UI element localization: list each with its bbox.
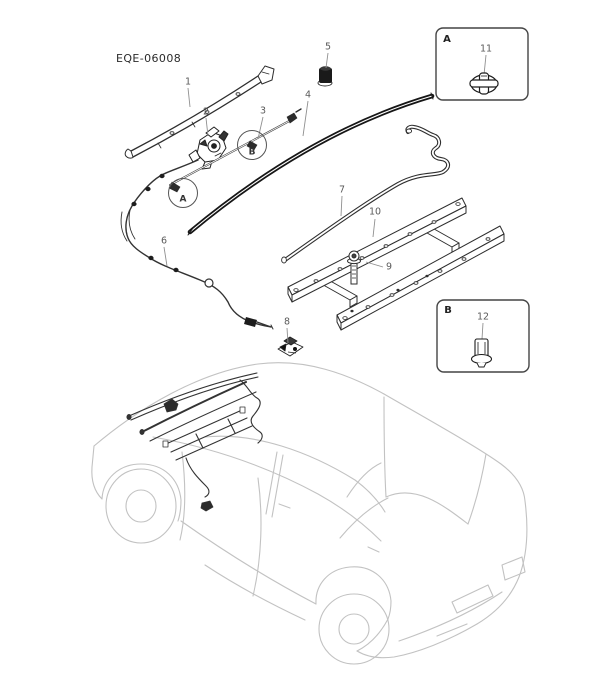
callout-2[interactable]: 2 bbox=[202, 106, 210, 118]
roof-assembly-installed bbox=[126, 372, 263, 512]
callout-6[interactable]: 6 bbox=[160, 235, 168, 247]
diagram-code-label: EQE-06008 bbox=[116, 52, 182, 65]
callout-12[interactable]: 12 bbox=[476, 311, 490, 323]
part-8-bracket bbox=[277, 336, 304, 357]
part-7-drain-tube bbox=[281, 124, 450, 264]
part-5-plug bbox=[317, 66, 333, 87]
callout-5[interactable]: 5 bbox=[324, 41, 332, 53]
callout-4[interactable]: 4 bbox=[304, 89, 312, 101]
callout-8[interactable]: 8 bbox=[283, 316, 291, 328]
callout-11[interactable]: 11 bbox=[479, 43, 493, 55]
part-10-frame bbox=[287, 197, 505, 331]
part-9-bolt bbox=[347, 250, 361, 285]
circle-marker-a-label: A bbox=[179, 194, 187, 205]
callout-10[interactable]: 10 bbox=[368, 206, 382, 218]
part-6-harness bbox=[120, 159, 274, 330]
callout-9[interactable]: 9 bbox=[385, 261, 393, 273]
callout-7[interactable]: 7 bbox=[338, 184, 346, 196]
detail-box-b bbox=[436, 299, 530, 373]
circle-marker-b bbox=[237, 130, 267, 160]
leader-lines bbox=[163, 52, 487, 344]
part-1-rail bbox=[124, 65, 275, 159]
callout-3[interactable]: 3 bbox=[259, 105, 267, 117]
circle-marker-b-label: B bbox=[248, 147, 256, 158]
detail-box-a bbox=[435, 27, 529, 101]
detail-box-a-label: A bbox=[443, 34, 451, 45]
vehicle-outline bbox=[91, 362, 528, 665]
detail-box-b-label: B bbox=[444, 305, 452, 316]
clip-12-icon bbox=[470, 338, 493, 368]
circle-marker-a bbox=[168, 178, 198, 208]
part-2-motor bbox=[188, 126, 229, 170]
clip-11-icon bbox=[469, 72, 499, 95]
part-4-seal-strip bbox=[187, 92, 435, 236]
callout-1[interactable]: 1 bbox=[184, 76, 192, 88]
